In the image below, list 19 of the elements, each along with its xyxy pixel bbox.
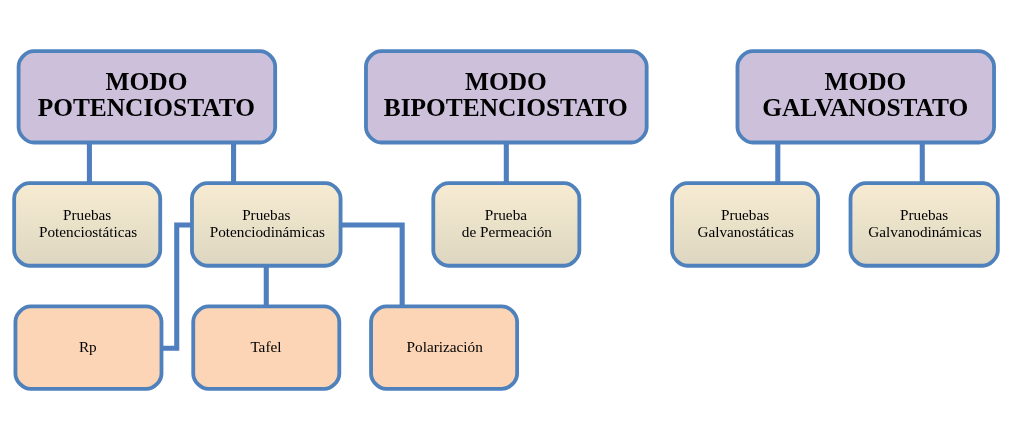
connector <box>503 142 509 184</box>
node-box: MODO BIPOTENCIOSTATO <box>364 49 649 145</box>
connector <box>340 222 405 307</box>
node-box: Pruebas Potenciodinámicas <box>190 181 343 268</box>
connector <box>86 142 92 184</box>
node-box: Tafel <box>191 304 342 391</box>
node-box: MODO POTENCIOSTATO <box>16 49 278 145</box>
node-box: Rp <box>13 304 164 391</box>
connector <box>775 142 781 184</box>
node-box: Prueba de Permeación <box>431 181 582 268</box>
connector <box>231 142 237 184</box>
connector <box>161 222 192 351</box>
connector <box>919 142 925 184</box>
node-box: Polarización <box>369 304 519 391</box>
node-box: Pruebas Potenciostáticas <box>12 181 163 268</box>
connector <box>263 265 269 307</box>
node-box: Pruebas Galvanodinámicas <box>848 181 1000 268</box>
node-box: Pruebas Galvanostáticas <box>670 181 821 268</box>
node-box: MODO GALVANOSTATO <box>735 49 996 145</box>
